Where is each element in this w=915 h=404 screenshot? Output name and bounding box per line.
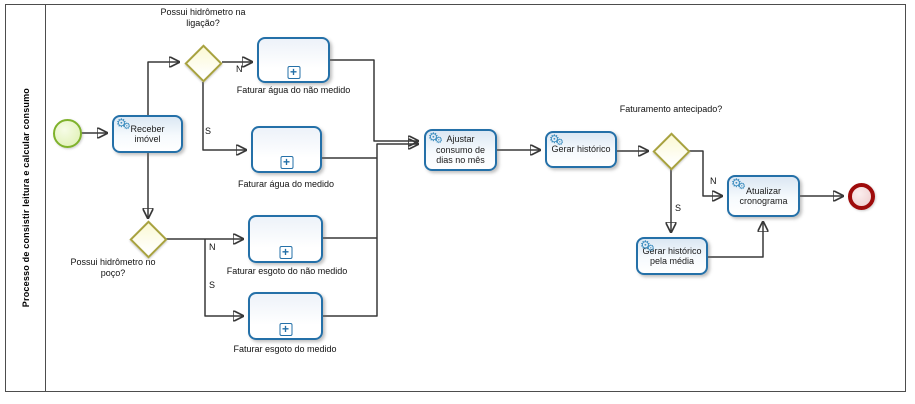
task-label: Ajustar consumo de dias no mês <box>435 134 486 166</box>
pool-lane-strip: Processo de consistir leitura e calcular… <box>5 4 46 392</box>
flow-gerar-media-to-atualizar[interactable] <box>708 222 763 258</box>
flow-label-n: N <box>710 176 717 186</box>
task-label: Gerar histórico pela média <box>642 245 702 266</box>
task-label: Atualizar cronograma <box>739 185 788 206</box>
flow-label-s: S <box>205 126 212 136</box>
subprocess-faturar-esgoto-medido[interactable]: + <box>248 292 323 340</box>
subprocess-label: Faturar esgoto do não medido <box>226 266 348 276</box>
task-gerar-historico[interactable]: ⚙⚙ Gerar histórico <box>545 131 617 168</box>
flow-antecipado-n-atualizar[interactable] <box>689 150 722 196</box>
task-atualizar-cronograma[interactable]: ⚙⚙ Atualizar cronograma <box>727 175 800 217</box>
flow-label-n: N <box>209 242 216 252</box>
flow-label-s: S <box>675 203 682 213</box>
flow-receber-to-gw-ligacao[interactable] <box>147 62 179 115</box>
flow-esgoto-medido-to-ajustar[interactable] <box>323 144 418 317</box>
task-label: Gerar histórico <box>551 144 611 155</box>
task-ajustar-consumo[interactable]: ⚙⚙ Ajustar consumo de dias no mês <box>424 129 497 171</box>
flow-ligacao-s-agua-medido[interactable] <box>202 82 246 150</box>
subprocess-faturar-agua-nao-medido[interactable]: + <box>257 37 330 83</box>
subprocess-faturar-agua-medido[interactable]: + <box>251 126 322 173</box>
subprocess-label: Faturar água do medido <box>237 179 335 189</box>
subprocess-label: Faturar esgoto do medido <box>233 344 337 354</box>
subprocess-expand-icon[interactable]: + <box>280 156 293 169</box>
flow-label-s: S <box>209 280 216 290</box>
subprocess-expand-icon[interactable]: + <box>279 246 292 259</box>
gateway-label: Possui hidrômetro na ligação? <box>160 7 246 28</box>
start-event[interactable] <box>53 119 82 148</box>
subprocess-expand-icon[interactable]: + <box>287 66 300 79</box>
subprocess-expand-icon[interactable]: + <box>279 323 292 336</box>
gateway-label: Possui hidrômetro no poço? <box>70 257 156 278</box>
subprocess-faturar-esgoto-nao-medido[interactable]: + <box>248 215 323 263</box>
flow-label-n: N <box>236 64 243 74</box>
subprocess-label: Faturar água do não medido <box>236 85 351 95</box>
task-label: Receber imóvel <box>130 123 165 144</box>
end-event[interactable] <box>848 183 875 210</box>
flow-agua-nao-medido-to-ajustar[interactable] <box>330 59 418 141</box>
gateway-label: Faturamento antecipado? <box>619 104 723 114</box>
task-receber-imovel[interactable]: ⚙⚙ Receber imóvel <box>112 115 183 153</box>
flow-poco-s-esgoto-medido[interactable] <box>204 239 243 316</box>
task-gerar-historico-media[interactable]: ⚙⚙ Gerar histórico pela média <box>636 237 708 275</box>
